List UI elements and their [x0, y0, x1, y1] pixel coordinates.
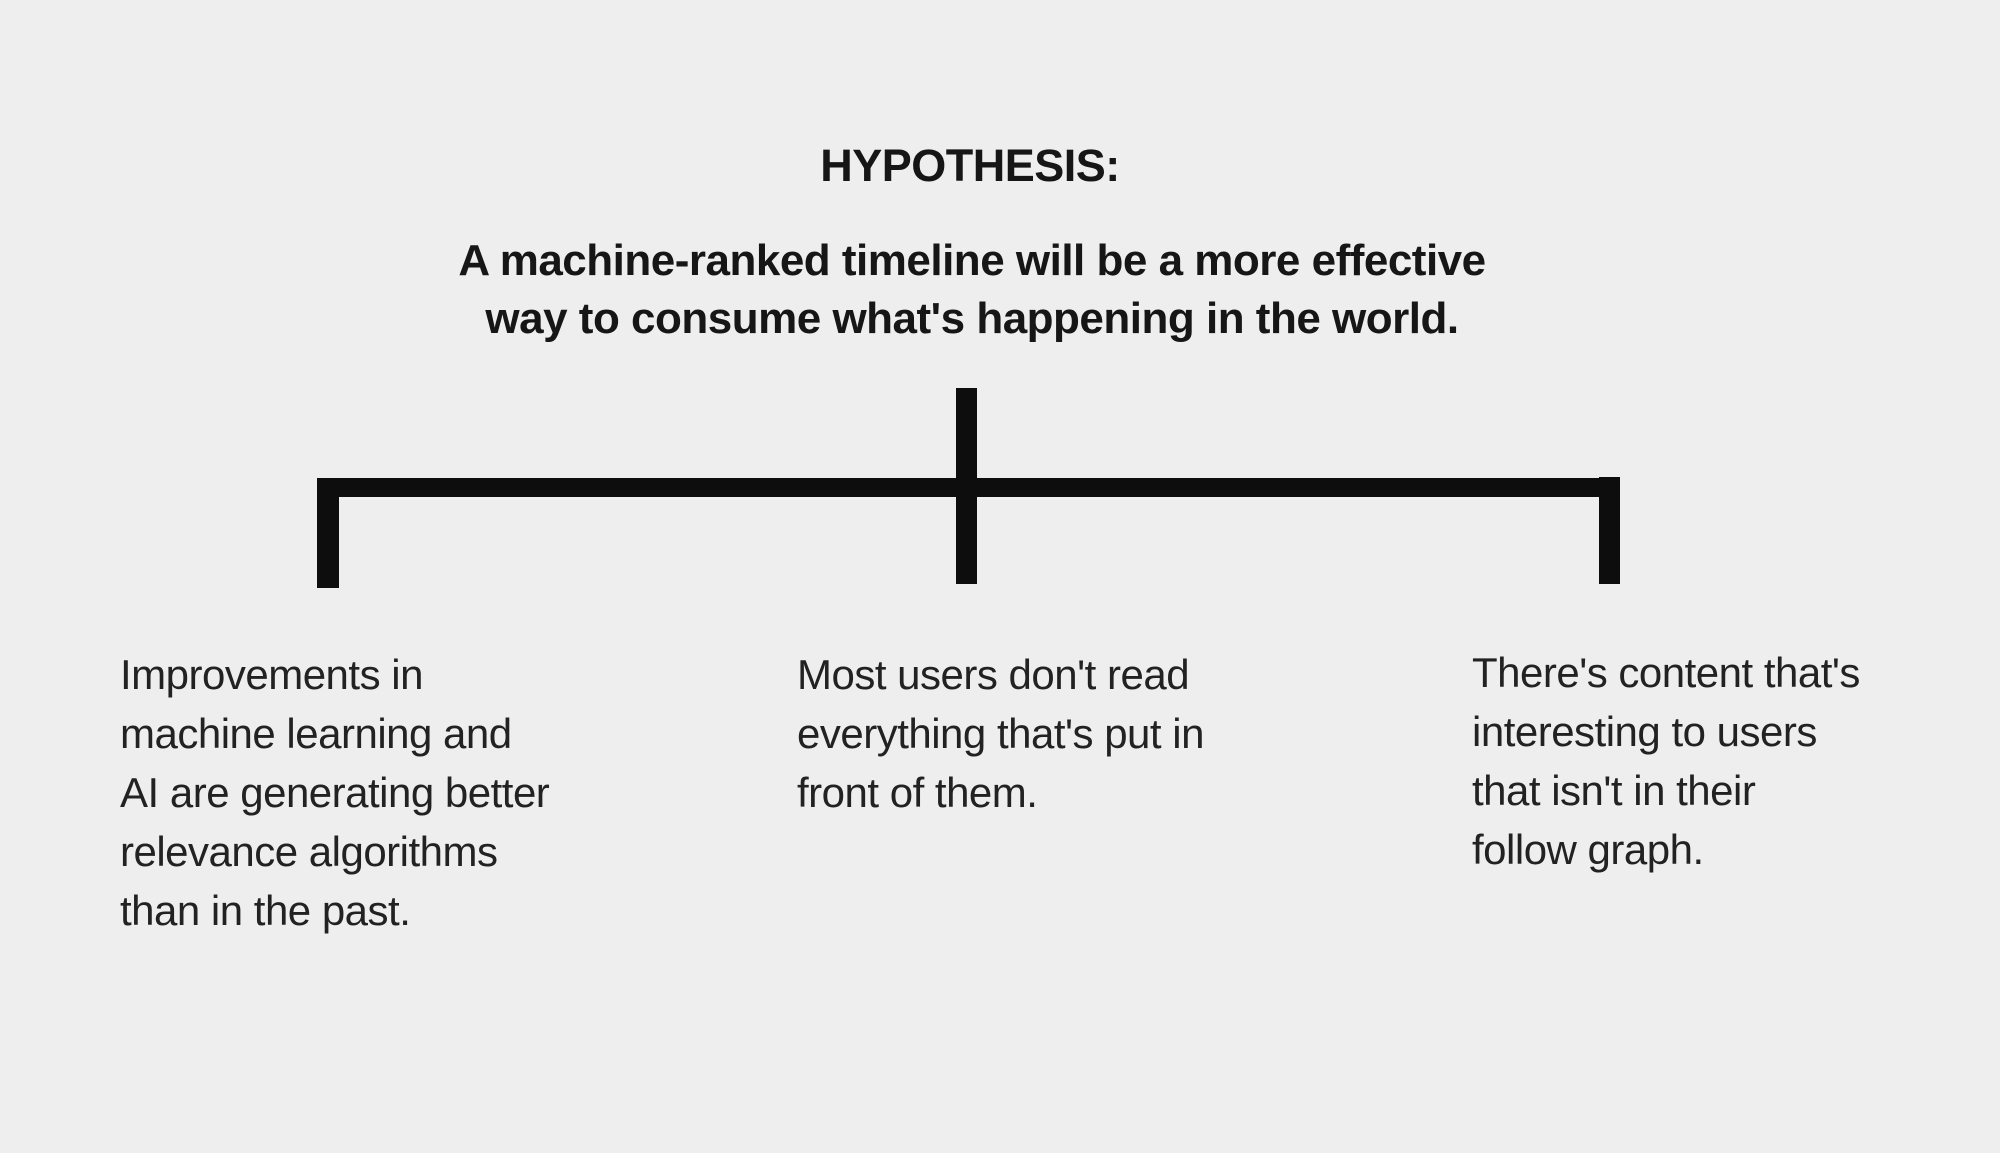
- branch-text-center: Most users don't read everything that's …: [797, 651, 1204, 816]
- branch-text-left: Improvements in machine learning and AI …: [120, 651, 550, 934]
- hypothesis-statement: A machine-ranked timeline will be a more…: [458, 236, 1486, 343]
- right-branch-tick: [1599, 477, 1620, 584]
- branch-text-right: There's content that's interesting to us…: [1472, 649, 1860, 873]
- left-branch-tick: [317, 478, 339, 588]
- diagram-title: HYPOTHESIS:: [820, 140, 1120, 191]
- horizontal-branch-line: [317, 478, 1620, 497]
